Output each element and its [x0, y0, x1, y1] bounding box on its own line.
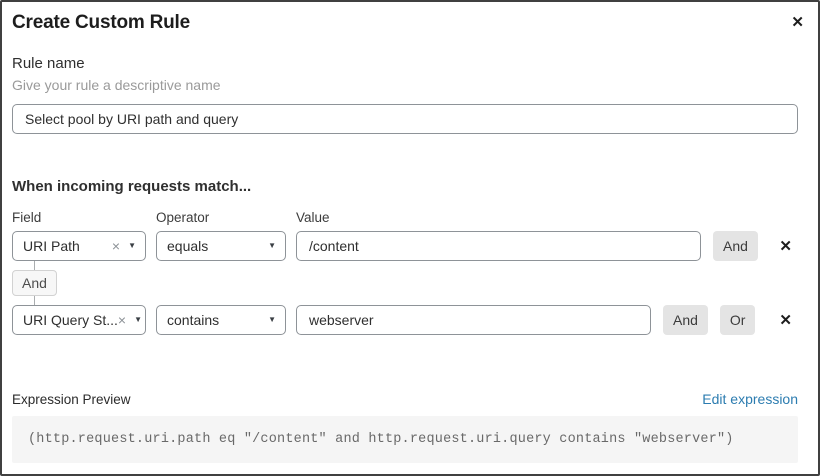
- delete-row-icon[interactable]: ✕: [779, 311, 792, 329]
- rule-name-input[interactable]: [12, 104, 798, 134]
- connector-line: [34, 261, 35, 270]
- field-select-value: URI Path: [23, 238, 80, 254]
- field-select[interactable]: URI Query St... × ▼: [12, 305, 146, 335]
- delete-row-icon[interactable]: ✕: [779, 237, 792, 255]
- edit-expression-link[interactable]: Edit expression: [702, 391, 798, 407]
- operator-select-value: contains: [167, 312, 220, 328]
- expression-code: (http.request.uri.path eq "/content" and…: [12, 416, 798, 463]
- rule-name-section: Rule name Give your rule a descriptive n…: [12, 55, 798, 134]
- clear-field-icon[interactable]: ×: [117, 312, 127, 328]
- and-button[interactable]: And: [663, 305, 708, 335]
- operator-select-value: equals: [167, 238, 209, 254]
- and-button[interactable]: And: [713, 231, 758, 261]
- chevron-down-icon: ▼: [134, 315, 143, 324]
- rule-name-label: Rule name: [12, 55, 85, 72]
- field-select-value: URI Query St...: [23, 312, 118, 328]
- value-input[interactable]: [296, 231, 701, 261]
- field-column-label: Field: [12, 210, 42, 225]
- condition-row-1: URI Path × ▼ equals ▼ And ✕: [12, 231, 798, 261]
- expression-preview-label: Expression Preview: [12, 392, 131, 407]
- operator-column-label: Operator: [156, 210, 210, 225]
- row-connector: And: [12, 261, 798, 305]
- value-input[interactable]: [296, 305, 651, 335]
- chevron-down-icon: ▼: [268, 241, 276, 250]
- page-title: Create Custom Rule: [12, 12, 190, 33]
- condition-row-2: URI Query St... × ▼ contains ▼ And Or ✕: [12, 305, 798, 335]
- condition-column-labels: Field Operator Value: [12, 210, 798, 225]
- rule-name-helper: Give your rule a descriptive name: [12, 77, 221, 93]
- clear-field-icon[interactable]: ×: [111, 238, 121, 254]
- operator-select[interactable]: contains ▼: [156, 305, 286, 335]
- operator-select[interactable]: equals ▼: [156, 231, 286, 261]
- field-select[interactable]: URI Path × ▼: [12, 231, 146, 261]
- close-icon[interactable]: ✕: [791, 14, 804, 31]
- chevron-down-icon: ▼: [268, 315, 276, 324]
- expression-preview-header: Expression Preview Edit expression: [12, 391, 798, 407]
- connector-line: [34, 296, 35, 305]
- chevron-down-icon: ▼: [128, 241, 136, 250]
- value-column-label: Value: [296, 210, 330, 225]
- or-button[interactable]: Or: [719, 305, 756, 335]
- and-connector-chip: And: [12, 270, 57, 296]
- match-heading: When incoming requests match...: [12, 178, 252, 195]
- dialog-header: Create Custom Rule ✕: [12, 12, 804, 34]
